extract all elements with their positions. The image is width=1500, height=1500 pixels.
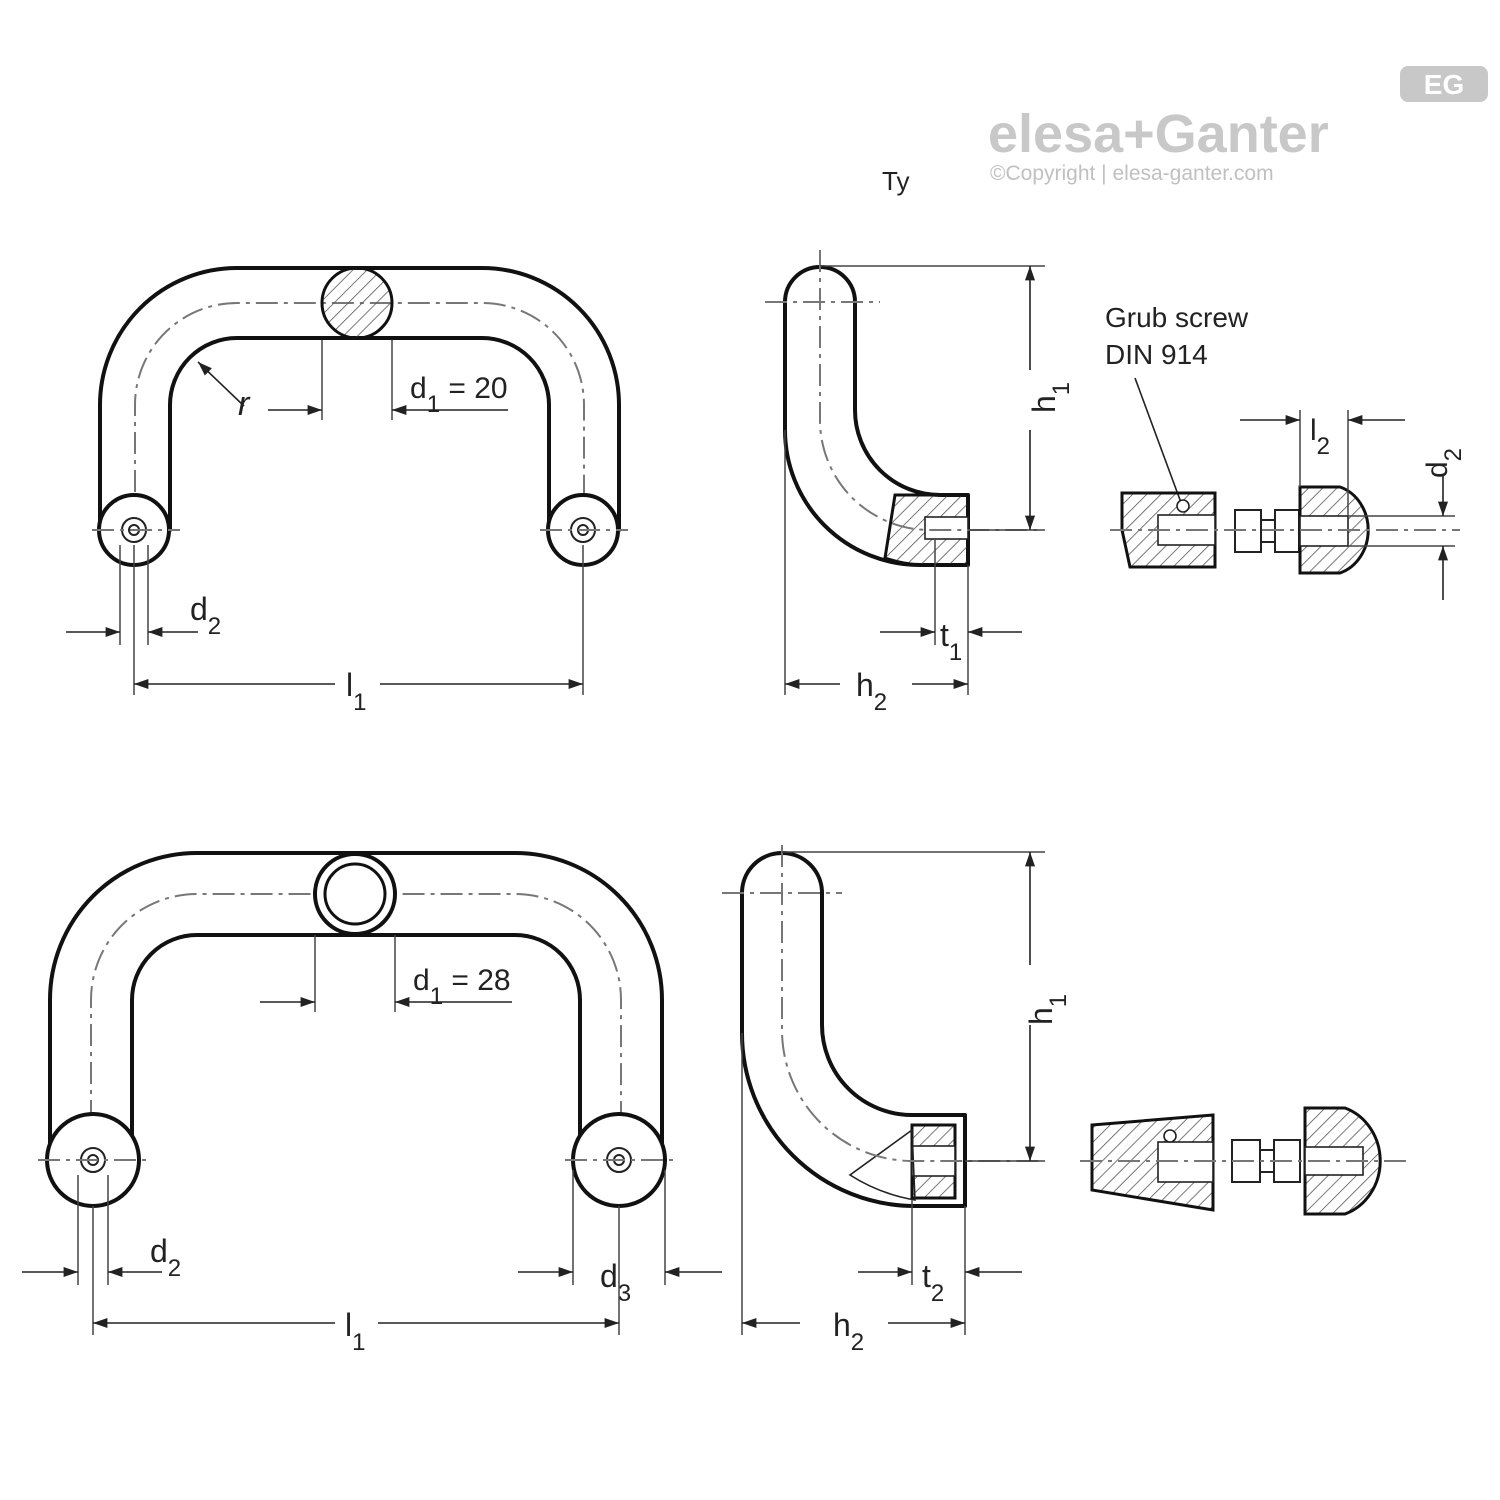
brand-logo: EG elesa+Ganter ©Copyright | elesa-gante… (988, 66, 1488, 185)
top-side-h1-label: h1 (1026, 382, 1075, 413)
bottom-side-view: h1 t2 h2 (722, 845, 1072, 1356)
detail-l2-label: l2 (1310, 414, 1330, 460)
top-side-view: h1 t1 h2 (765, 250, 1075, 716)
bottom-d2-label: d2 (150, 1233, 181, 1282)
bottom-d3-label: d3 (600, 1258, 631, 1307)
bottom-detail-tube-end (1090, 1113, 1215, 1212)
logo-badge-text: EG (1424, 69, 1464, 100)
top-side-centerline (819, 250, 1040, 531)
bottom-side-centerline (781, 845, 1040, 1162)
top-l1-label: l1 (346, 667, 366, 716)
grub-screw-label-line2: DIN 914 (1105, 339, 1208, 370)
header-fragment: Ty (882, 166, 909, 196)
bottom-side-t2-label: t2 (922, 1258, 944, 1307)
top-side-h2-label: h2 (856, 667, 887, 716)
logo-copyright: ©Copyright | elesa-ganter.com (990, 162, 1274, 185)
bottom-detail (1080, 1106, 1410, 1216)
top-r-label: r (238, 385, 251, 423)
bottom-l1-label: l1 (345, 1307, 365, 1356)
bottom-side-h1-label: h1 (1023, 994, 1072, 1025)
top-side-t1-label: t1 (940, 617, 962, 666)
bottom-front-view: d1 = 28 d2 d3 l1 (22, 851, 722, 1356)
top-handle-centerline (134, 302, 585, 530)
logo-badge: EG (1400, 66, 1488, 102)
logo-wordmark: elesa+Ganter (988, 104, 1329, 164)
bottom-side-h2-label: h2 (833, 1307, 864, 1356)
grub-screw-detail: Grub screw DIN 914 l2 d2 (1105, 302, 1467, 600)
top-section-solid (320, 266, 394, 340)
grub-screw-label-line1: Grub screw (1105, 302, 1249, 333)
top-front-view: d1 = 20 r d2 l1 (66, 266, 628, 716)
detail-d2-label: d2 (1421, 448, 1467, 478)
